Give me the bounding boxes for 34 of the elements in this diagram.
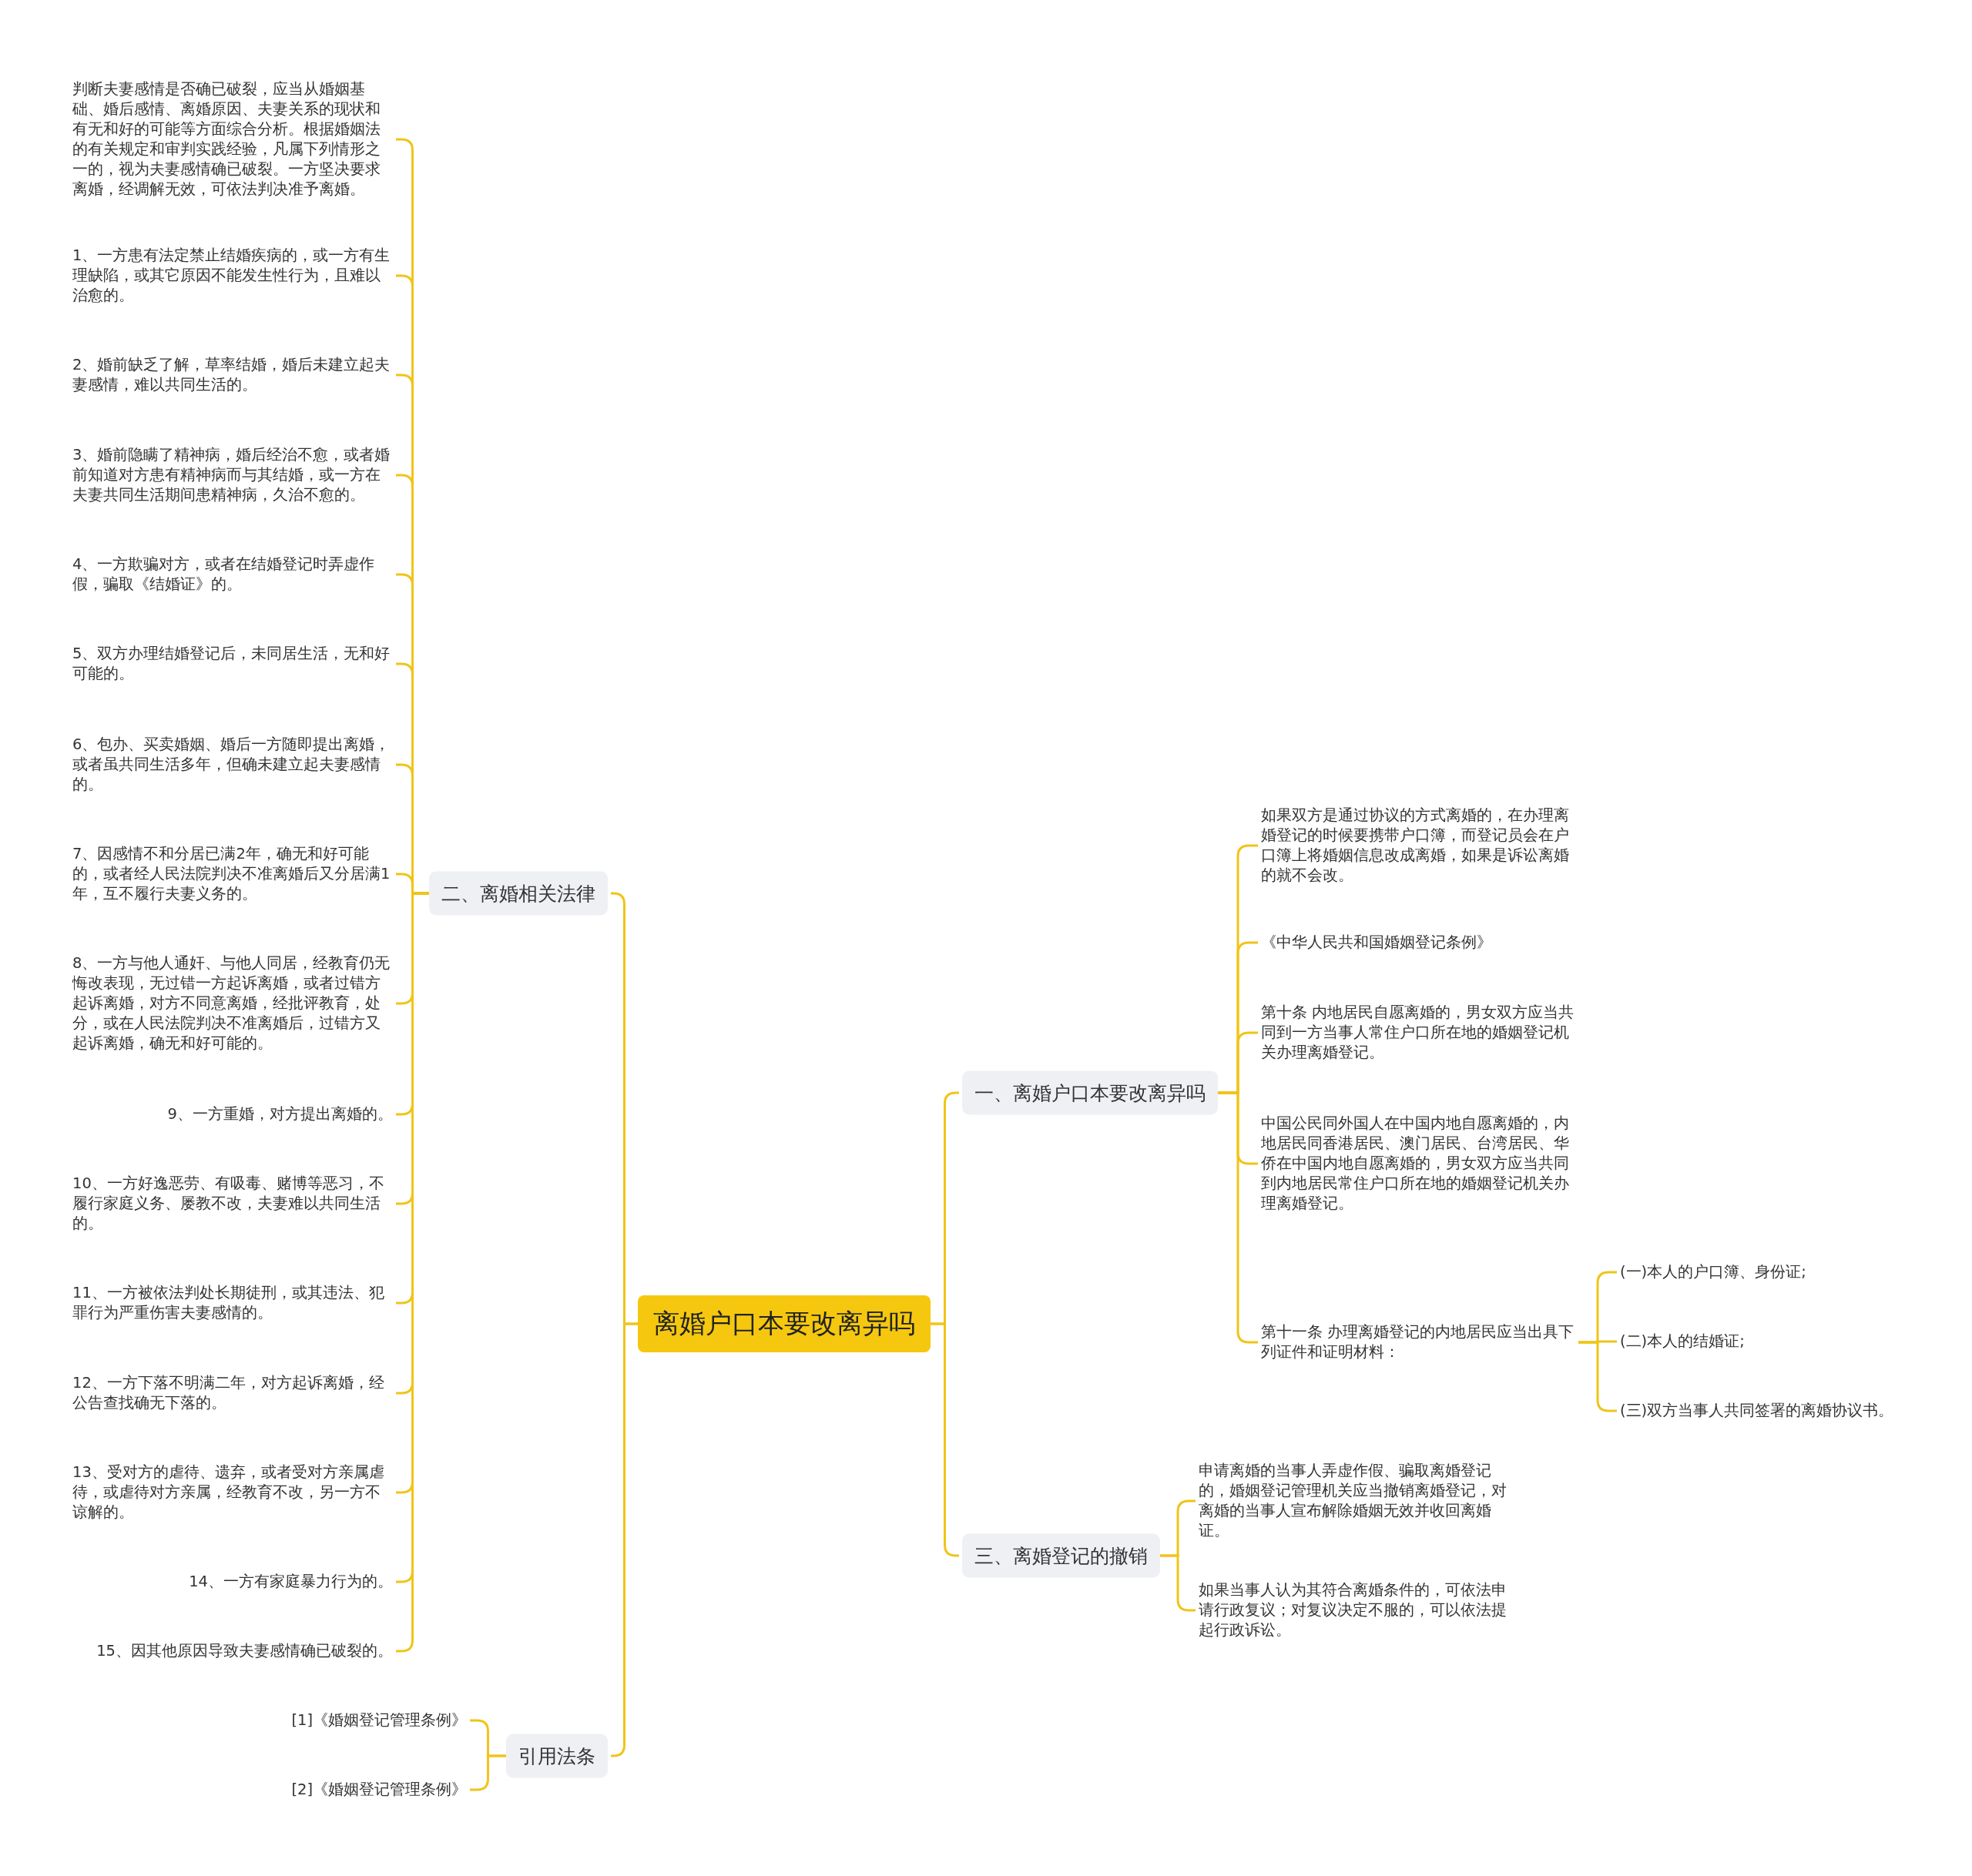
note-text: 如果当事人认为其符合离婚条件的，可依法申请行政复议；对复议决定不服的，可以依法提起行政诉讼。 [1199, 1580, 1518, 1640]
note-text: 4、一方欺骗对方，或者在结婚登记时弄虚作假，骗取《结婚证》的。 [72, 554, 393, 595]
note-text: 第十条 内地居民自愿离婚的，男女双方应当共同到一方当事人常住户口所在地的婚姻登记机关办理离婚登记。 [1261, 1003, 1578, 1063]
note-text: 2、婚前缺乏了解，草率结婚，婚后未建立起夫妻感情，难以共同生活的。 [72, 355, 393, 395]
note-text: 1、一方患有法定禁止结婚疾病的，或一方有生理缺陷，或其它原因不能发生性行为，且难以治愈的。 [72, 246, 393, 306]
note-text: 判断夫妻感情是否确已破裂，应当从婚姻基础、婚后感情、离婚原因、夫妻关系的现状和有无和好的可能等方面综合分析。根据婚姻法的有关规定和审判实践经验，凡属下列情形之一的，视为夫妻感情确已破裂。一方坚决要求离婚，经调解无效，可依法判决准予离婚。 [72, 79, 393, 199]
note-text: 3、婚前隐瞒了精神病，婚后经治不愈，或者婚前知道对方患有精神病而与其结婚，或一方在夫妻共同生活期间患精神病，久治不愈的。 [72, 445, 393, 505]
central-topic-box: 离婚户口本要改离异吗 [638, 1295, 931, 1352]
note-text: 中国公民同外国人在中国内地自愿离婚的，内地居民同香港居民、澳门居民、台湾居民、华侨在中国内地自愿离婚的，男女双方应当共同到内地居民常住户口所在地的婚姻登记机关办理离婚登记。 [1261, 1114, 1578, 1214]
note-text: 12、一方下落不明满二年，对方起诉离婚，经公告查找确无下落的。 [72, 1373, 393, 1413]
note-text: (一)本人的户口簿、身份证; [1620, 1262, 1806, 1282]
branch-topic-box: 二、离婚相关法律 [429, 871, 608, 916]
note-text: 5、双方办理结婚登记后，未同居生活，无和好可能的。 [72, 644, 393, 684]
note-text: 《中华人民共和国婚姻登记条例》 [1261, 933, 1492, 953]
connector [470, 1754, 506, 1791]
note-text: [2]《婚姻登记管理条例》 [291, 1780, 467, 1800]
note-text: 9、一方重婚，对方提出离婚的。 [167, 1104, 393, 1124]
note-text: 15、因其他原因导致夫妻感情确已破裂的。 [96, 1641, 393, 1661]
note-text: [1]《婚姻登记管理条例》 [291, 1710, 467, 1730]
note-text: (三)双方当事人共同签署的离婚协议书。 [1620, 1401, 1894, 1421]
note-text: 如果双方是通过协议的方式离婚的，在办理离婚登记的时候要携带户口簿，而登记员会在户口簿上将婚姻信息改成离婚，如果是诉讼离婚的就不会改。 [1261, 806, 1578, 886]
branch-topic-box: 一、离婚户口本要改离异吗 [962, 1070, 1218, 1115]
note-text: 8、一方与他人通奸、与他人同居，经教育仍无悔改表现，无过错一方起诉离婚，或者过错方起诉离婚，对方不同意离婚，经批评教育，处分，或在人民法院判决不准离婚后，过错方又起诉离婚，确无和好可能的。 [72, 953, 393, 1054]
note-text: 6、包办、买卖婚姻、婚后一方随即提出离婚，或者虽共同生活多年，但确未建立起夫妻感情的。 [72, 735, 393, 795]
note-text: 13、受对方的虐待、遗弃，或者受对方亲属虐待，或虐待对方亲属，经教育不改，另一方不谅解的。 [72, 1462, 393, 1523]
note-text: 14、一方有家庭暴力行为的。 [189, 1572, 393, 1592]
branch-topic-box: 引用法条 [506, 1734, 608, 1778]
note-text: (二)本人的结婚证; [1620, 1332, 1745, 1352]
note-text: 10、一方好逸恶劳、有吸毒、赌博等恶习，不履行家庭义务、屡教不改，夫妻难以共同生活的。 [72, 1174, 393, 1234]
note-text: 申请离婚的当事人弄虚作假、骗取离婚登记的，婚姻登记管理机关应当撤销离婚登记，对离婚的当事人宣布解除婚姻无效并收回离婚证。 [1199, 1461, 1518, 1541]
note-text: 7、因感情不和分居已满2年，确无和好可能的，或者经人民法院判决不准离婚后又分居满1年，互不履行夫妻义务的。 [72, 844, 393, 904]
note-text: 第十一条 办理离婚登记的内地居民应当出具下列证件和证明材料： [1261, 1322, 1578, 1362]
branch-topic-box: 三、离婚登记的撤销 [962, 1533, 1160, 1578]
note-text: 11、一方被依法判处长期徒刑，或其违法、犯罪行为严重伤害夫妻感情的。 [72, 1283, 393, 1323]
